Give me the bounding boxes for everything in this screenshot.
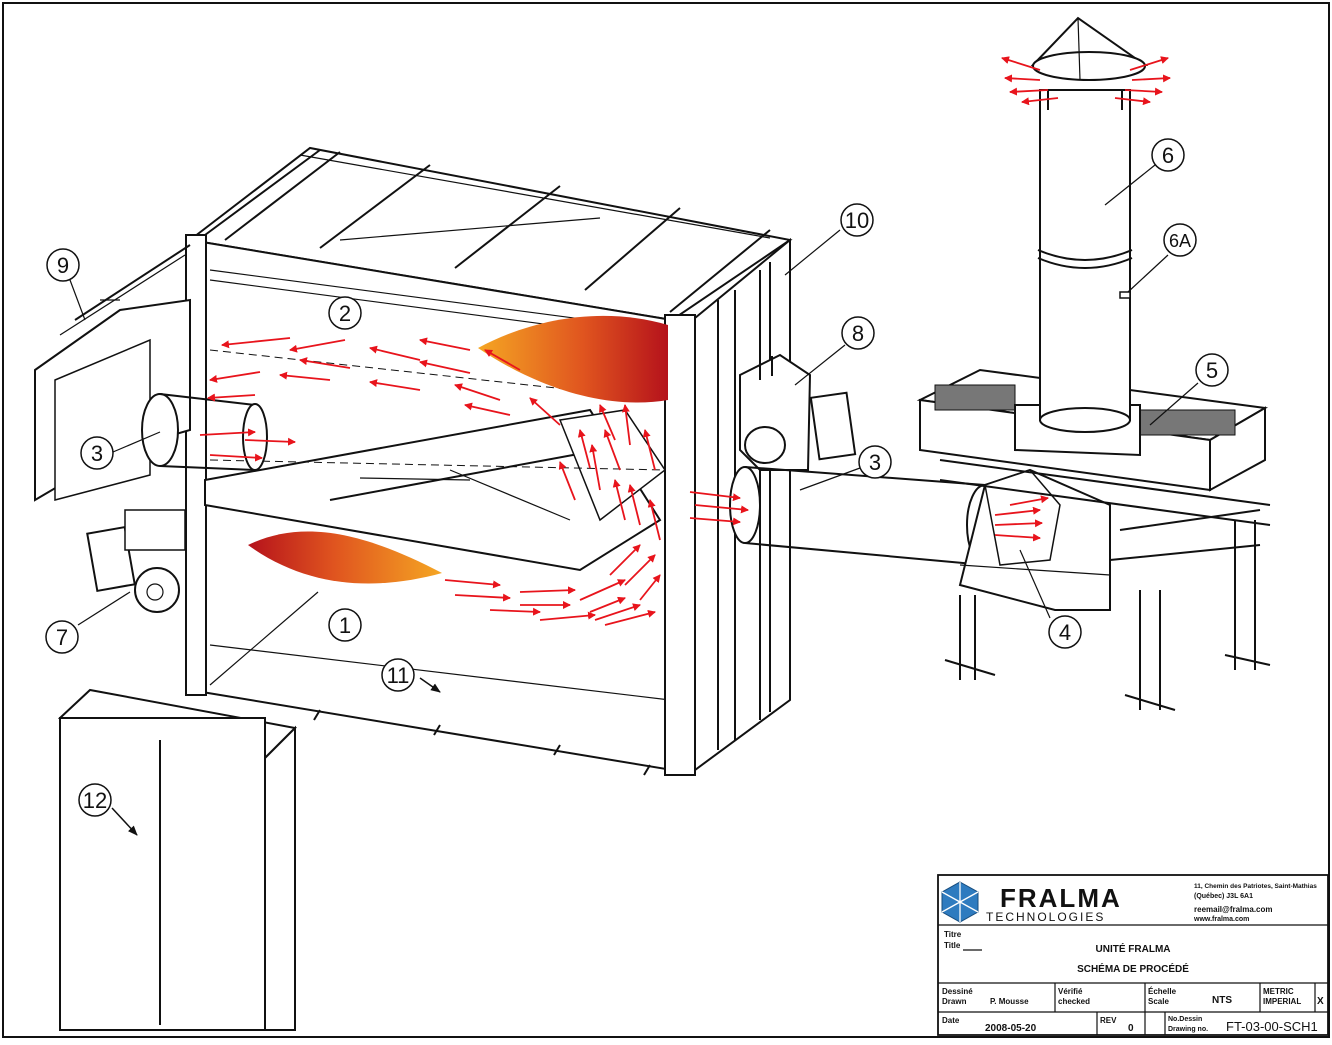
control-panel — [57, 688, 298, 1031]
callout-10 — [840, 203, 874, 237]
callout-3-left-text: 3 — [91, 441, 103, 466]
scale-value: NTS — [1212, 995, 1232, 1006]
title-label: Title — [944, 941, 961, 950]
contact-email: reemail@fralma.com — [1194, 905, 1273, 914]
brand-subtitle: TECHNOLOGIES — [986, 910, 1105, 924]
callout-6-text: 6 — [1162, 143, 1174, 168]
callout-2 — [328, 296, 362, 330]
drawn-by: P. Mousse — [990, 997, 1029, 1006]
dessin-label: No.Dessin — [1168, 1016, 1202, 1023]
metric-label: METRIC — [1263, 987, 1294, 996]
title-block: FRALMA TECHNOLOGIES 11, Chemin des Patri… — [937, 874, 1329, 1036]
fralma-logo-icon — [941, 881, 979, 923]
date-value: 2008-05-20 — [985, 1023, 1037, 1034]
rev-value: 0 — [1128, 1023, 1134, 1034]
callout-3-right — [858, 445, 892, 479]
callout-4-text: 4 — [1059, 620, 1071, 645]
left-recirculation-duct — [141, 393, 268, 471]
dessine-label: Dessiné — [942, 987, 973, 996]
transition-4 — [958, 468, 1111, 611]
title-line-1: UNITÉ FRALMA — [1096, 942, 1171, 955]
callout-8 — [841, 316, 875, 350]
airflow-arrows — [199, 56, 1171, 626]
checked-label: checked — [1058, 997, 1090, 1006]
echelle-label: Échelle — [1148, 987, 1177, 996]
verifie-label: Vérifié — [1058, 987, 1083, 996]
callout-10-text: 10 — [845, 208, 869, 233]
address-line-2: (Québec) J3L 6A1 — [1194, 893, 1253, 900]
burner-8 — [739, 353, 857, 471]
titre-label: Titre — [944, 930, 962, 939]
callout-3-left — [80, 436, 114, 470]
callout-11-text: 11 — [387, 663, 410, 688]
imperial-mark: X — [1317, 996, 1324, 1007]
left-hood — [34, 244, 191, 502]
upper-burner-flame — [478, 315, 668, 403]
callout-5 — [1195, 353, 1229, 387]
callout-3-right-text: 3 — [869, 450, 881, 475]
callout-4 — [1048, 615, 1082, 649]
callout-6 — [1151, 138, 1185, 172]
callout-7-text: 7 — [56, 625, 68, 650]
callout-1 — [328, 608, 362, 642]
drawing-label: Drawing no. — [1168, 1026, 1208, 1033]
callout-9-text: 9 — [57, 253, 69, 278]
date-label: Date — [942, 1016, 960, 1025]
callout-1-text: 1 — [339, 613, 351, 638]
brand-name: FRALMA — [1000, 883, 1122, 913]
drawing-number: FT-03-00-SCH1 — [1226, 1019, 1318, 1034]
oven-chamber — [185, 146, 793, 776]
imperial-label: IMPERIAL — [1263, 997, 1301, 1006]
burner-7 — [86, 509, 186, 613]
callout-5-text: 5 — [1206, 358, 1218, 383]
lower-burner-flame — [248, 531, 442, 584]
callout-6a-text: 6A — [1169, 231, 1191, 251]
scale-label: Scale — [1148, 997, 1169, 1006]
address-line-1: 11, Chemin des Patriotes, Saint-Mathias — [1194, 883, 1317, 890]
contact-website: www.fralma.com — [1193, 916, 1249, 923]
callout-12 — [78, 783, 112, 817]
exhaust-stack — [1030, 16, 1149, 433]
callouts: 1 2 3 3 4 5 6 6A 7 8 9 10 — [45, 138, 1229, 836]
callout-6a — [1163, 223, 1197, 257]
callout-9 — [46, 248, 80, 282]
callout-2-text: 2 — [339, 301, 351, 326]
callout-8-text: 8 — [852, 321, 864, 346]
callout-12-text: 12 — [83, 788, 107, 813]
callout-11 — [381, 658, 415, 692]
rev-label: REV — [1100, 1016, 1117, 1025]
drawn-label: Drawn — [942, 997, 967, 1006]
callout-7 — [45, 620, 79, 654]
title-line-2: SCHÉMA DE PROCÉDÉ — [1077, 962, 1189, 975]
